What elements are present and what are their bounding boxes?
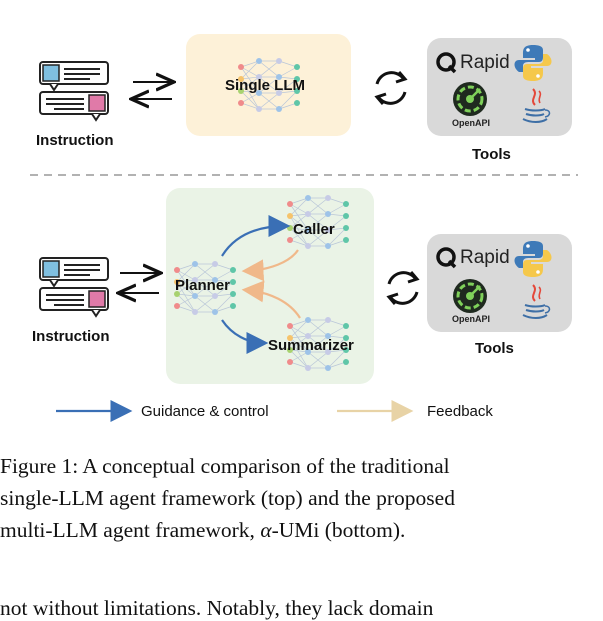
- top-tools-label: Tools: [472, 146, 511, 163]
- caption-line-2: single-LLM agent framework (top) and the…: [0, 486, 455, 510]
- caption-line-3: multi-LLM agent framework, α-UMi (bottom…: [0, 514, 603, 546]
- caption-line-3-post: -UMi (bottom).: [271, 518, 406, 542]
- top-openapi-label: OpenAPI: [452, 118, 491, 128]
- summarizer-to-planner-feedback-arrow: [241, 280, 301, 319]
- top-exchange-loop-icon: [375, 70, 407, 106]
- bottom-rapid-label: Rapid: [460, 247, 510, 268]
- caption-line-1: Figure 1: A conceptual comparison of the…: [0, 454, 450, 478]
- bottom-openapi-label: OpenAPI: [452, 314, 491, 324]
- summarizer-label: Summarizer: [268, 337, 354, 354]
- single-llm-label: Single LLM: [225, 77, 305, 94]
- bottom-instruction-label: Instruction: [32, 328, 110, 345]
- figure-1: Instruction Single LLM Rapid OpenAPI Too…: [30, 34, 578, 422]
- legend-guidance-label: Guidance & control: [141, 403, 269, 420]
- legend-feedback-label: Feedback: [427, 403, 493, 420]
- caption-line-3-pre: multi-LLM agent framework,: [0, 518, 261, 542]
- caption-alpha-symbol: α: [260, 518, 272, 542]
- top-openapi-logo-icon: [451, 80, 489, 118]
- multi-llm-box: [166, 188, 374, 384]
- bottom-exchange-loop-icon: [387, 270, 419, 306]
- planner-label: Planner: [175, 277, 231, 294]
- instruction-chat-icon: [39, 61, 109, 121]
- top-rapid-label: Rapid: [460, 52, 510, 73]
- body-paragraph-text: not without limitations. Notably, they l…: [0, 596, 434, 620]
- caller-label: Caller: [293, 221, 335, 238]
- bottom-instruction-chat-icon: [39, 257, 109, 317]
- figure-caption: Figure 1: A conceptual comparison of the…: [0, 450, 603, 546]
- caller-to-planner-feedback-arrow: [241, 249, 299, 282]
- planner-to-caller-guidance-arrow: [221, 215, 291, 257]
- top-instruction-label: Instruction: [36, 132, 114, 149]
- bottom-tools-label: Tools: [475, 340, 514, 357]
- planner-to-summarizer-guidance-arrow: [221, 319, 269, 354]
- diagram-canvas: [30, 34, 578, 422]
- bottom-openapi-logo-icon: [451, 277, 489, 315]
